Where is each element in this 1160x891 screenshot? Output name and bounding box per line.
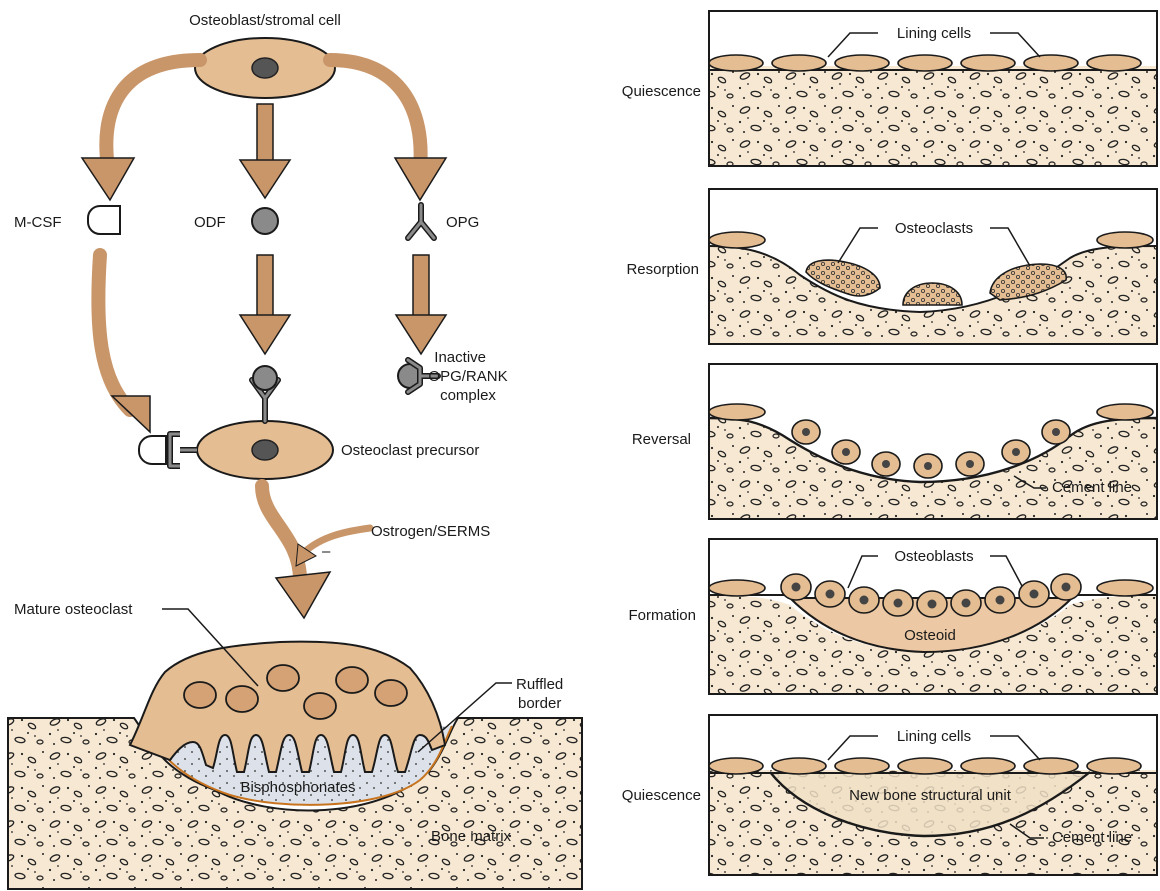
lining-cell-left-3: [709, 404, 765, 420]
new-bone-unit-label: New bone structural unit: [849, 787, 1012, 804]
inactive-line-3: complex: [440, 387, 496, 404]
arrow-to-odf-shaft: [257, 104, 273, 162]
odf-label: ODF: [194, 214, 226, 231]
callout-label-1: Lining cells: [897, 25, 971, 42]
arrow-to-opg-head: [395, 158, 446, 200]
inhibit-mark: –: [322, 543, 331, 560]
osteoclast-nucleus-5: [336, 667, 368, 693]
callout-label-2: Osteoclasts: [895, 220, 973, 237]
osteoclast-middle: [903, 283, 962, 305]
opg-receptor-fill: [408, 205, 434, 238]
mcsf-to-precursor-arrow: [98, 255, 130, 410]
stage-panel-quiescence-2: Lining cells New bone structural unit Ce…: [622, 715, 1157, 875]
stage-panel-resorption: Osteoclasts Resorption: [626, 189, 1157, 344]
odf-down-arrow-shaft: [257, 255, 273, 317]
osteoid-label: Osteoid: [904, 627, 956, 644]
osteoclast-nucleus-4: [304, 693, 336, 719]
cement-line-label-5: Cement line: [1052, 829, 1132, 846]
cement-line-label-3: Cement line: [1052, 479, 1132, 496]
callout-label-4: Osteoblasts: [894, 548, 973, 565]
left-signaling-panel: Osteoblast/stromal cell M-CSF ODF OPG In…: [8, 12, 582, 889]
osteoclast-precursor-label: Osteoclast precursor: [341, 442, 479, 459]
panel-bone-1: [709, 66, 1157, 166]
bone-matrix-label: Bone matrix: [431, 828, 512, 845]
ruffled-label-line-1: Ruffled: [516, 676, 563, 693]
arrow-to-mcsf-head: [82, 158, 134, 200]
ruffled-label-line-2: border: [518, 695, 561, 712]
stage-panel-formation: Osteoblasts Osteoid Formation: [628, 539, 1157, 694]
lining-cell-right-4: [1097, 580, 1153, 596]
bound-odf-ligand: [253, 366, 277, 390]
stage-panel-reversal: Cement line Reversal: [632, 364, 1157, 519]
cfms-receptor-fill: [170, 434, 197, 466]
inactive-line-1: Inactive: [434, 349, 486, 366]
inactive-line-2: OPG/RANK: [428, 368, 507, 385]
opg-down-arrow-shaft: [413, 255, 429, 317]
lining-cell-left-2: [709, 232, 765, 248]
callout-label-5: Lining cells: [897, 728, 971, 745]
stage-panel-quiescence-1: Lining cells Quiescence: [622, 11, 1157, 166]
arrow-to-odf-head: [240, 160, 290, 198]
stage-label-2: Resorption: [626, 261, 699, 278]
lining-cell-right-2: [1097, 232, 1153, 248]
osteoblast-nucleus: [252, 58, 278, 78]
mcsf-shape: [88, 206, 120, 234]
osteoclast-nucleus-1: [184, 682, 216, 708]
precursor-nucleus: [252, 440, 278, 460]
stage-label-3: Reversal: [632, 431, 691, 448]
bound-mcsf-ligand: [139, 436, 166, 464]
precursor-to-mature-arrow: [262, 486, 300, 580]
odf-down-arrow-head: [240, 315, 290, 354]
odf-ligand: [252, 208, 278, 234]
stage-label-4: Formation: [628, 607, 696, 624]
arrow-to-mcsf: [106, 60, 200, 168]
arrow-to-opg: [330, 60, 421, 168]
mature-osteoclast-label: Mature osteoclast: [14, 601, 133, 618]
osteoclast-nucleus-2: [226, 686, 258, 712]
estrogen-serms-label: Ostrogen/SERMS: [371, 523, 490, 540]
stage-label-1: Quiescence: [622, 83, 701, 100]
opg-label: OPG: [446, 214, 479, 231]
osteoclast-nucleus-6: [375, 680, 407, 706]
lining-cell-left-4: [709, 580, 765, 596]
osteoblast-stromal-label: Osteoblast/stromal cell: [189, 12, 341, 29]
remodeling-stages: Lining cells Quiescence Osteoclasts Reso…: [622, 11, 1157, 875]
precursor-to-mature-head: [276, 572, 330, 618]
stage-label-5: Quiescence: [622, 787, 701, 804]
bisphosphonates-label: Bisphosphonates: [240, 779, 355, 796]
mcsf-label: M-CSF: [14, 214, 62, 231]
mcsf-to-precursor-head: [112, 396, 150, 432]
lining-cell-right-3: [1097, 404, 1153, 420]
osteoclast-nucleus-3: [267, 665, 299, 691]
